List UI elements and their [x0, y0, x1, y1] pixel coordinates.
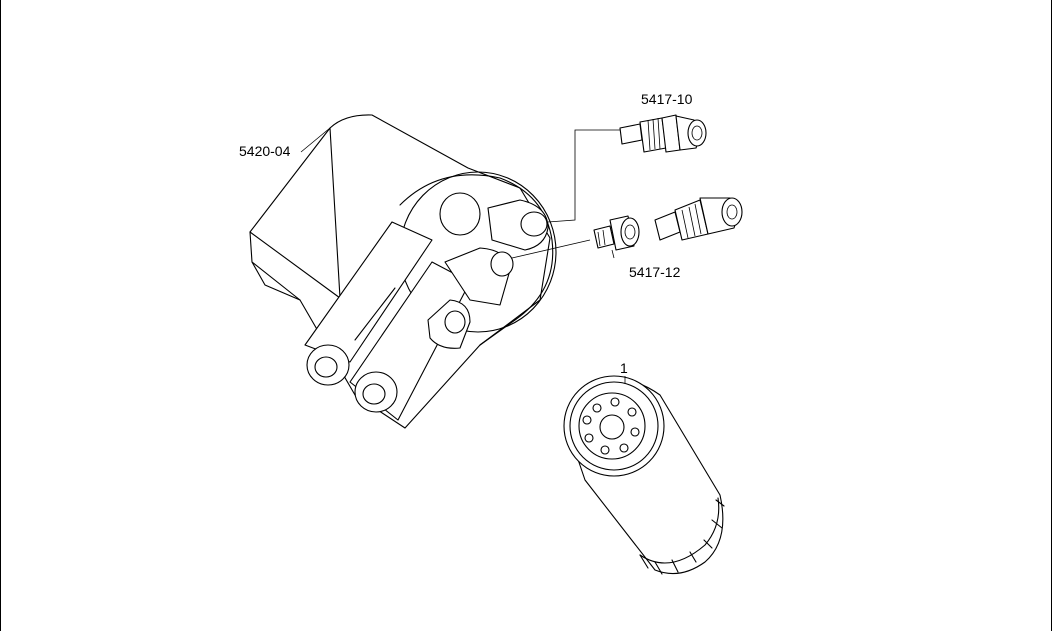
sender-5417-10[interactable]	[619, 114, 707, 153]
oil-filter-head[interactable]	[249, 114, 557, 429]
label-sender-5417-10: 5417-10	[641, 91, 693, 107]
sender-5417-12[interactable]	[593, 197, 743, 251]
label-sender-5417-12: 5417-12	[629, 264, 681, 280]
label-oil-filter: 1	[620, 360, 628, 376]
left-frame-line	[0, 0, 1, 631]
leader-lines	[300, 127, 626, 384]
oil-filter[interactable]	[563, 375, 725, 575]
label-oil-filter-head: 5420-04	[239, 143, 291, 159]
